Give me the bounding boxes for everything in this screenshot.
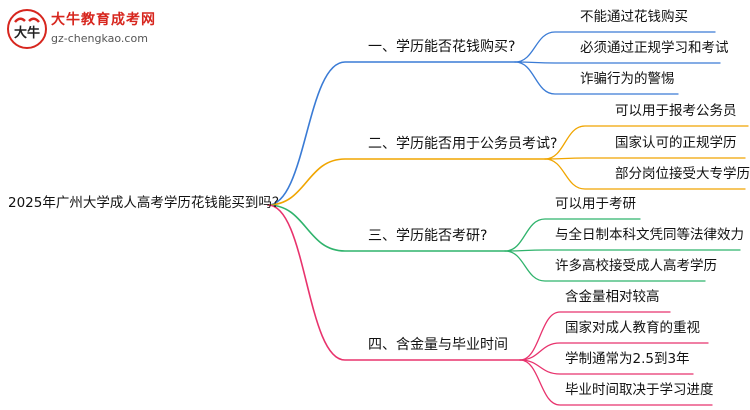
leaf-1-1-connector — [514, 31, 716, 63]
branch-3-label: 三、学历能否考研? — [368, 228, 488, 244]
logo-site-url: gz-chengkao.com — [51, 32, 148, 45]
leaf-1-2-connector — [514, 61, 721, 64]
branch-4-label: 四、含金量与毕业时间 — [368, 337, 508, 353]
leaf-2-2: 国家认可的正规学历 — [615, 135, 737, 151]
leaf-4-2: 国家对成人教育的重视 — [565, 320, 700, 336]
leaf-1-3: 诈骗行为的警惕 — [580, 71, 675, 87]
leaf-3-1: 可以用于考研 — [555, 196, 636, 212]
ox-logo-icon: 大牛 — [7, 9, 47, 49]
branch-2-label: 二、学历能否用于公务员考试? — [368, 136, 558, 152]
leaf-4-3: 学制通常为2.5到3年 — [565, 351, 690, 367]
leaf-2-2-connector — [544, 157, 746, 160]
leaf-2-1: 可以用于报考公务员 — [615, 103, 737, 119]
leaf-1-2: 必须通过正规学习和考试 — [580, 40, 729, 56]
branch-3-connector — [267, 204, 506, 252]
leaf-3-1-connector — [504, 218, 641, 252]
leaf-2-3-connector — [544, 158, 746, 190]
branch-2-connector — [267, 158, 546, 206]
leaf-1-1: 不能通过花钱购买 — [580, 9, 688, 25]
leaf-4-2-connector — [519, 342, 709, 361]
leaf-3-3: 许多高校接受成人高考学历 — [555, 258, 717, 274]
branch-1-label: 一、学历能否花钱购买? — [368, 39, 516, 55]
leaf-4-3-connector — [519, 359, 694, 375]
leaf-4-1: 含金量相对较高 — [565, 289, 660, 305]
root-topic: 2025年广州大学成人高考学历花钱能买到吗？ — [8, 195, 286, 211]
leaf-3-2-connector — [504, 249, 741, 252]
leaf-1-3-connector — [514, 61, 679, 95]
leaf-4-4-connector — [519, 359, 713, 406]
branch-1-connector — [267, 61, 516, 206]
leaf-3-2: 与全日制本科文凭同等法律效力 — [555, 227, 744, 243]
leaf-2-1-connector — [544, 125, 749, 160]
leaf-3-3-connector — [504, 250, 706, 282]
leaf-4-4: 毕业时间取决于学习进度 — [565, 382, 714, 398]
branch-4-connector — [267, 204, 521, 361]
logo-mark-text: 大牛 — [14, 25, 40, 41]
logo-site-name: 大牛教育成考网 — [51, 12, 156, 28]
leaf-4-1-connector — [519, 311, 671, 361]
site-logo[interactable]: 大牛 大牛教育成考网 gz-chengkao.com — [6, 8, 166, 52]
leaf-2-3: 部分岗位接受大专学历 — [615, 166, 750, 182]
